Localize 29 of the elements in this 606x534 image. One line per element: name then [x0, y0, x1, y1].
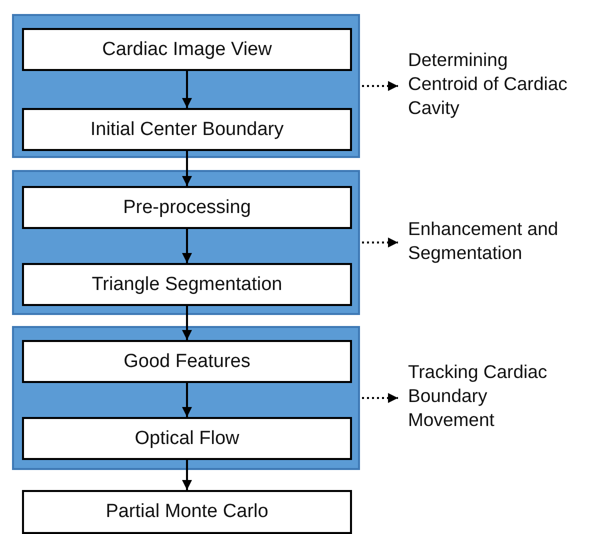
stage-label: Enhancement and Segmentation: [408, 217, 560, 265]
process-box: [22, 263, 352, 306]
process-box: [22, 186, 352, 229]
step-label: Partial Monte Carlo: [106, 501, 268, 523]
stage-label: Tracking Cardiac Boundary Movement: [408, 360, 548, 432]
group-panel: [12, 170, 360, 315]
step-label: Cardiac Image View: [102, 38, 272, 60]
arrow: [362, 393, 398, 403]
group-panel: [12, 326, 360, 470]
arrow: [182, 383, 192, 417]
step-label: Triangle Segmentation: [92, 274, 282, 296]
group-panel: [12, 14, 360, 158]
process-box: [22, 340, 352, 383]
arrow: [182, 151, 192, 186]
stage-label: Determining Centroid of Cardiac Cavity: [408, 48, 568, 120]
process-box: [22, 417, 352, 460]
step-label: Optical Flow: [134, 428, 240, 450]
arrow: [182, 306, 192, 340]
step-label: Initial Center Boundary: [90, 118, 284, 140]
step-label: Pre-processing: [123, 196, 251, 218]
process-box: [22, 28, 352, 71]
arrow: [362, 81, 398, 91]
arrow: [182, 460, 192, 490]
arrow: [182, 229, 192, 263]
arrow: [182, 71, 192, 108]
step-label: Good Features: [124, 350, 250, 372]
process-box: [22, 490, 352, 534]
arrow: [362, 238, 398, 248]
process-box: [22, 108, 352, 151]
